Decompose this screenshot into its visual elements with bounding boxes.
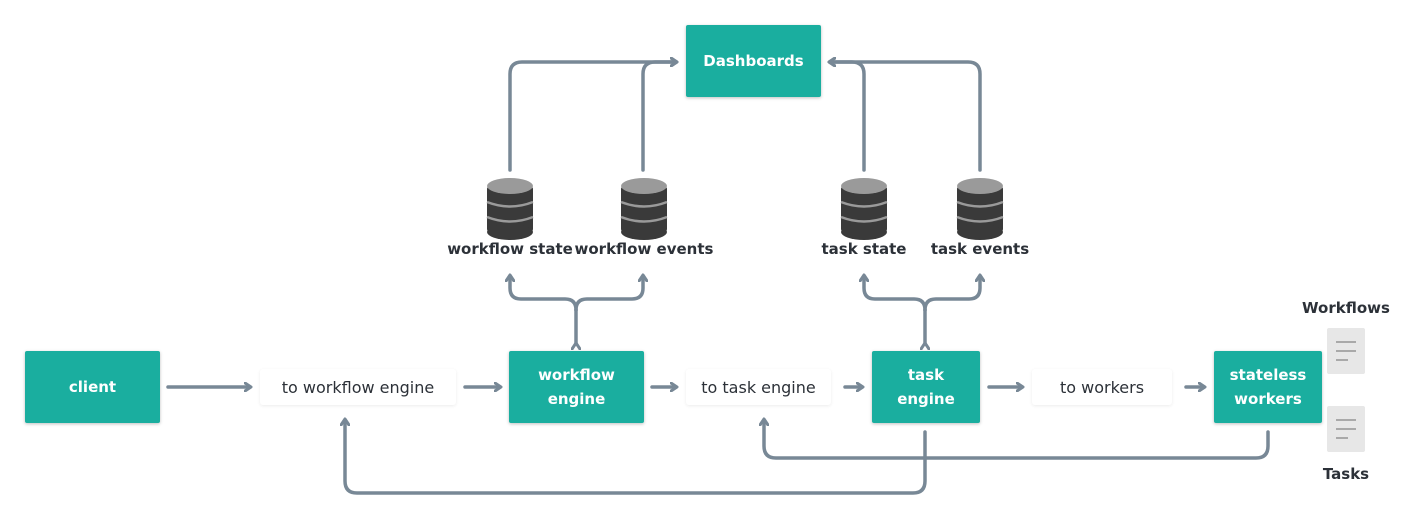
queue-to-workers-label: to workers [1059,377,1145,397]
arrow-to-workflow-state [510,276,578,312]
stateless-workers-label-line-2: workers [1234,390,1302,408]
arrow-to-task-state [864,276,927,312]
arrow-to-workflow-events [574,276,643,312]
arrow-workflow-state-to-dashboards [508,62,676,172]
workflows-legend-label: Workflows [1302,299,1390,317]
workflow-engine-label-line-1: workflow [538,366,615,384]
workflow-events-database-icon [620,178,668,240]
dashboards-label: Dashboards [703,52,804,70]
queue-to-workflow-engine[interactable]: to workflow engine [260,369,456,405]
task-events-label: task events [930,240,1030,258]
queue-to-workers[interactable]: to workers [1032,369,1172,405]
task-state-database-icon [840,178,888,240]
queue-to-task-engine-label: to task engine [701,377,816,397]
workflows-document-icon [1327,328,1365,374]
workflow-engine-label-line-2: engine [547,390,606,408]
workflow-engine-node[interactable]: workflow engine [509,351,644,423]
client-node[interactable]: client [25,351,160,423]
workflow-state-database-icon [486,178,534,240]
arrow-task-events-to-dashboards [830,62,982,172]
stateless-workers-label-line-1: stateless [1229,366,1307,384]
tasks-legend-label: Tasks [1322,465,1370,483]
dashboards-node[interactable]: Dashboards [686,25,821,97]
workflow-state-label: workflow state [447,240,573,258]
arrow-task-engine-back-to-workflow-queue [345,420,927,495]
arrow-to-task-events [923,276,980,312]
workflow-events-label: workflow events [574,240,714,258]
task-engine-label-line-2: engine [897,390,955,408]
task-engine-node[interactable]: task engine [872,351,980,423]
arrow-task-state-to-dashboards [830,62,866,172]
tasks-document-icon [1327,406,1365,452]
task-state-label: task state [821,240,907,258]
queue-to-task-engine[interactable]: to task engine [686,369,831,405]
client-label: client [68,378,117,396]
queue-to-workflow-engine-label: to workflow engine [281,377,435,397]
arrow-workflow-events-to-dashboards [641,62,676,172]
task-events-database-icon [956,178,1004,240]
stateless-workers-node[interactable]: stateless workers [1214,351,1322,423]
arrow-workers-back-to-task-queue [764,420,1270,460]
task-engine-label-line-1: task [907,366,945,384]
